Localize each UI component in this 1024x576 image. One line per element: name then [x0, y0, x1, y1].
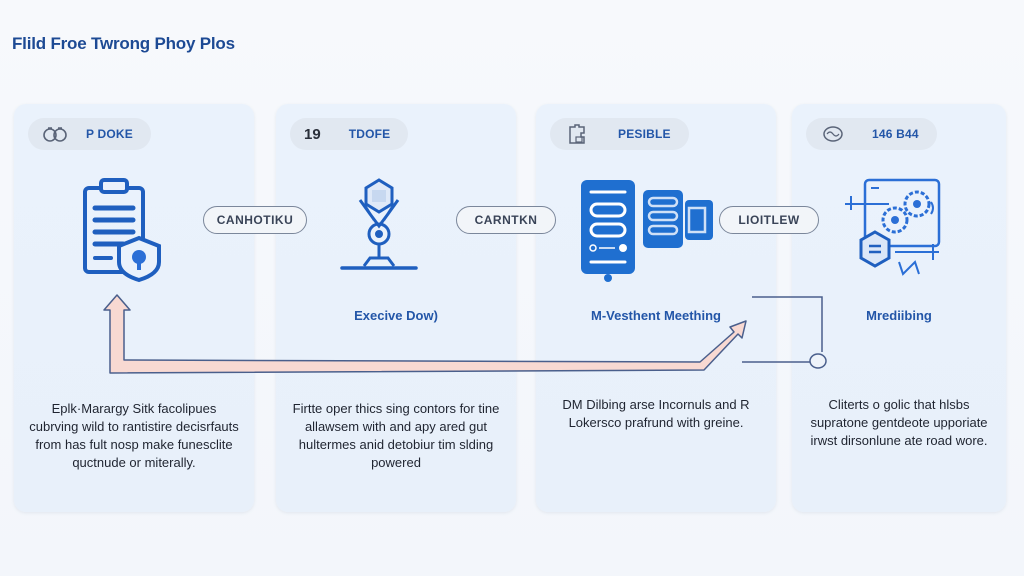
connector-label-1: CANHOTIKU	[203, 206, 307, 234]
award-stand-icon	[340, 178, 418, 270]
card-badge-label: P DOKE	[86, 127, 133, 141]
card-description: Firtte oper thics sing contors for tine …	[292, 401, 500, 470]
card-header: 146 B44	[806, 118, 937, 150]
gear-icon	[903, 190, 931, 218]
connector-label-2: CARNTKN	[456, 206, 556, 234]
step-card-2: 19 TDOFE Execive Dow) Firtte oper thics …	[276, 104, 516, 512]
card-badge-label: TDOFE	[348, 127, 391, 141]
card-subtitle: Mrediibing	[866, 308, 932, 323]
card-header: P DOKE	[28, 118, 151, 150]
connector-label-3: LIOITLEW	[719, 206, 819, 234]
step-card-3: PESIBLE M-Vesthent Meething DM Dilbing a…	[536, 104, 776, 512]
clipboard-shield-icon	[83, 178, 161, 283]
step-card-1: P DOKE Eplk·Marargy Sitk facolipues cubr…	[14, 104, 254, 512]
step-card-4: 146 B44 Mrediibing Cliterts o golic that…	[792, 104, 1006, 512]
card-subtitle: Execive Dow)	[354, 308, 438, 323]
card-badge-number: 19	[304, 125, 321, 143]
card-description: Eplk·Marargy Sitk facolipues cubrving wi…	[29, 401, 239, 470]
card-header: 19 TDOFE	[290, 118, 409, 150]
card-badge-label: 146 B44	[872, 127, 919, 141]
card-subtitle: M-Vesthent Meething	[590, 308, 721, 323]
brain-icon	[820, 124, 846, 144]
gears-hexagon-icon	[845, 178, 941, 276]
card-description: DM Dilbing arse Incornuls and R Lokersco…	[562, 397, 750, 430]
card-header: PESIBLE	[550, 118, 689, 150]
card-badge-label: PESIBLE	[618, 127, 671, 141]
handcuffs-icon	[42, 124, 68, 144]
server-documents-icon	[580, 180, 713, 282]
gear-icon	[881, 206, 909, 234]
puzzle-icon	[564, 124, 590, 144]
card-description: Cliterts o golic that hlsbs supratone ge…	[810, 397, 988, 448]
diagram-title: Flild Froe Twrong Phoy Plos	[12, 34, 235, 53]
